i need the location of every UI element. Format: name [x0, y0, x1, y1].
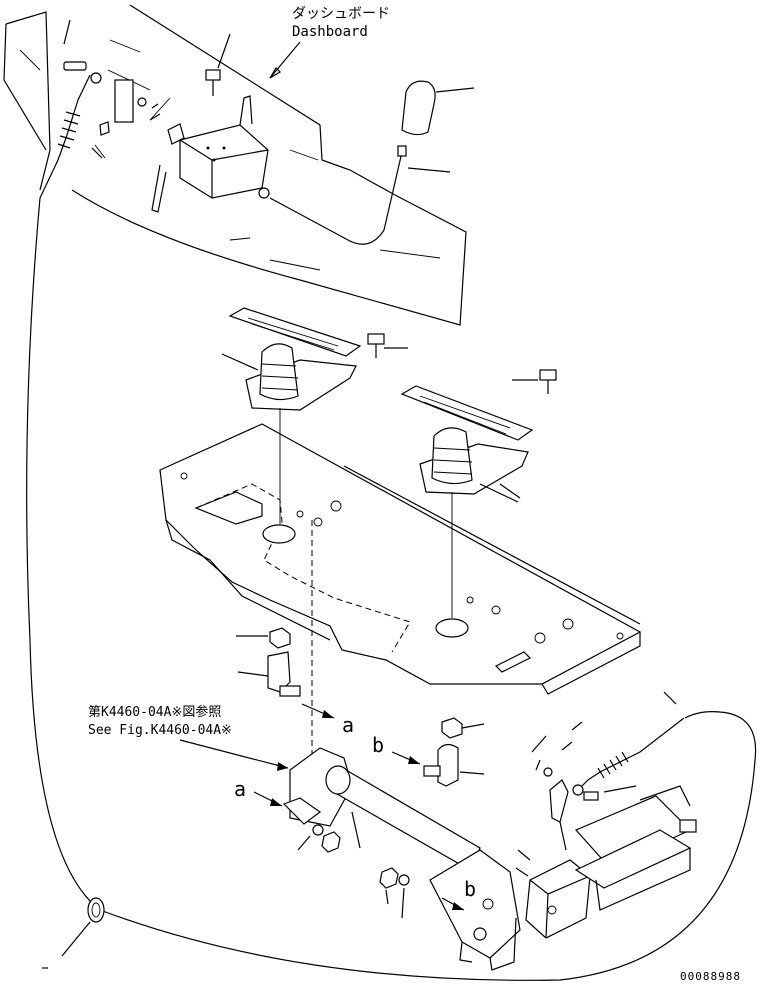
- right-pedal-bolt: [512, 369, 557, 394]
- left-linkage: [236, 520, 313, 770]
- marker-a-upper: a: [342, 713, 354, 737]
- marker-a-lower: a: [234, 777, 246, 801]
- control-shaft: [282, 747, 521, 971]
- governor-actuator: [515, 785, 697, 939]
- dashboard-leader: [269, 41, 301, 79]
- document-number: 00088988: [680, 970, 741, 983]
- right-pedal: [400, 385, 534, 503]
- lower-cable-end: [531, 691, 685, 851]
- leader-lines: [42, 19, 521, 969]
- arrow-b-lower: b: [441, 877, 476, 911]
- arrow-a-upper: a: [301, 703, 354, 737]
- marker-b-lower: b: [464, 877, 476, 901]
- cable-mount-parts: [63, 61, 185, 145]
- cable-grommet: [61, 897, 105, 957]
- floor-plate: [159, 408, 642, 695]
- dashboard-label: ダッシュボード Dashboard: [269, 6, 390, 79]
- arrow-a-lower: a: [234, 777, 283, 807]
- dashboard-label-en: Dashboard: [292, 24, 368, 40]
- left-pedal-bolt: [367, 333, 408, 358]
- dashboard-label-jp: ダッシュボード: [292, 6, 390, 22]
- lower-fasteners: [297, 824, 410, 919]
- reference-label-jp: 第K4460-04A※図参照: [88, 704, 221, 720]
- dashboard-panel: [3, 4, 467, 326]
- arrow-b-upper: b: [372, 733, 421, 765]
- lever-rod: [258, 145, 407, 245]
- lever-knob: [401, 80, 475, 173]
- throttle-cable: [26, 74, 757, 981]
- right-linkage: [423, 717, 485, 787]
- marker-b-upper: b: [372, 733, 384, 757]
- control-box: [151, 95, 269, 213]
- left-pedal: [221, 307, 362, 411]
- reference-label-en: See Fig.K4460-04A※: [88, 723, 232, 738]
- box-bolt: [205, 33, 231, 96]
- reference-label: 第K4460-04A※図参照 See Fig.K4460-04A※: [88, 704, 289, 771]
